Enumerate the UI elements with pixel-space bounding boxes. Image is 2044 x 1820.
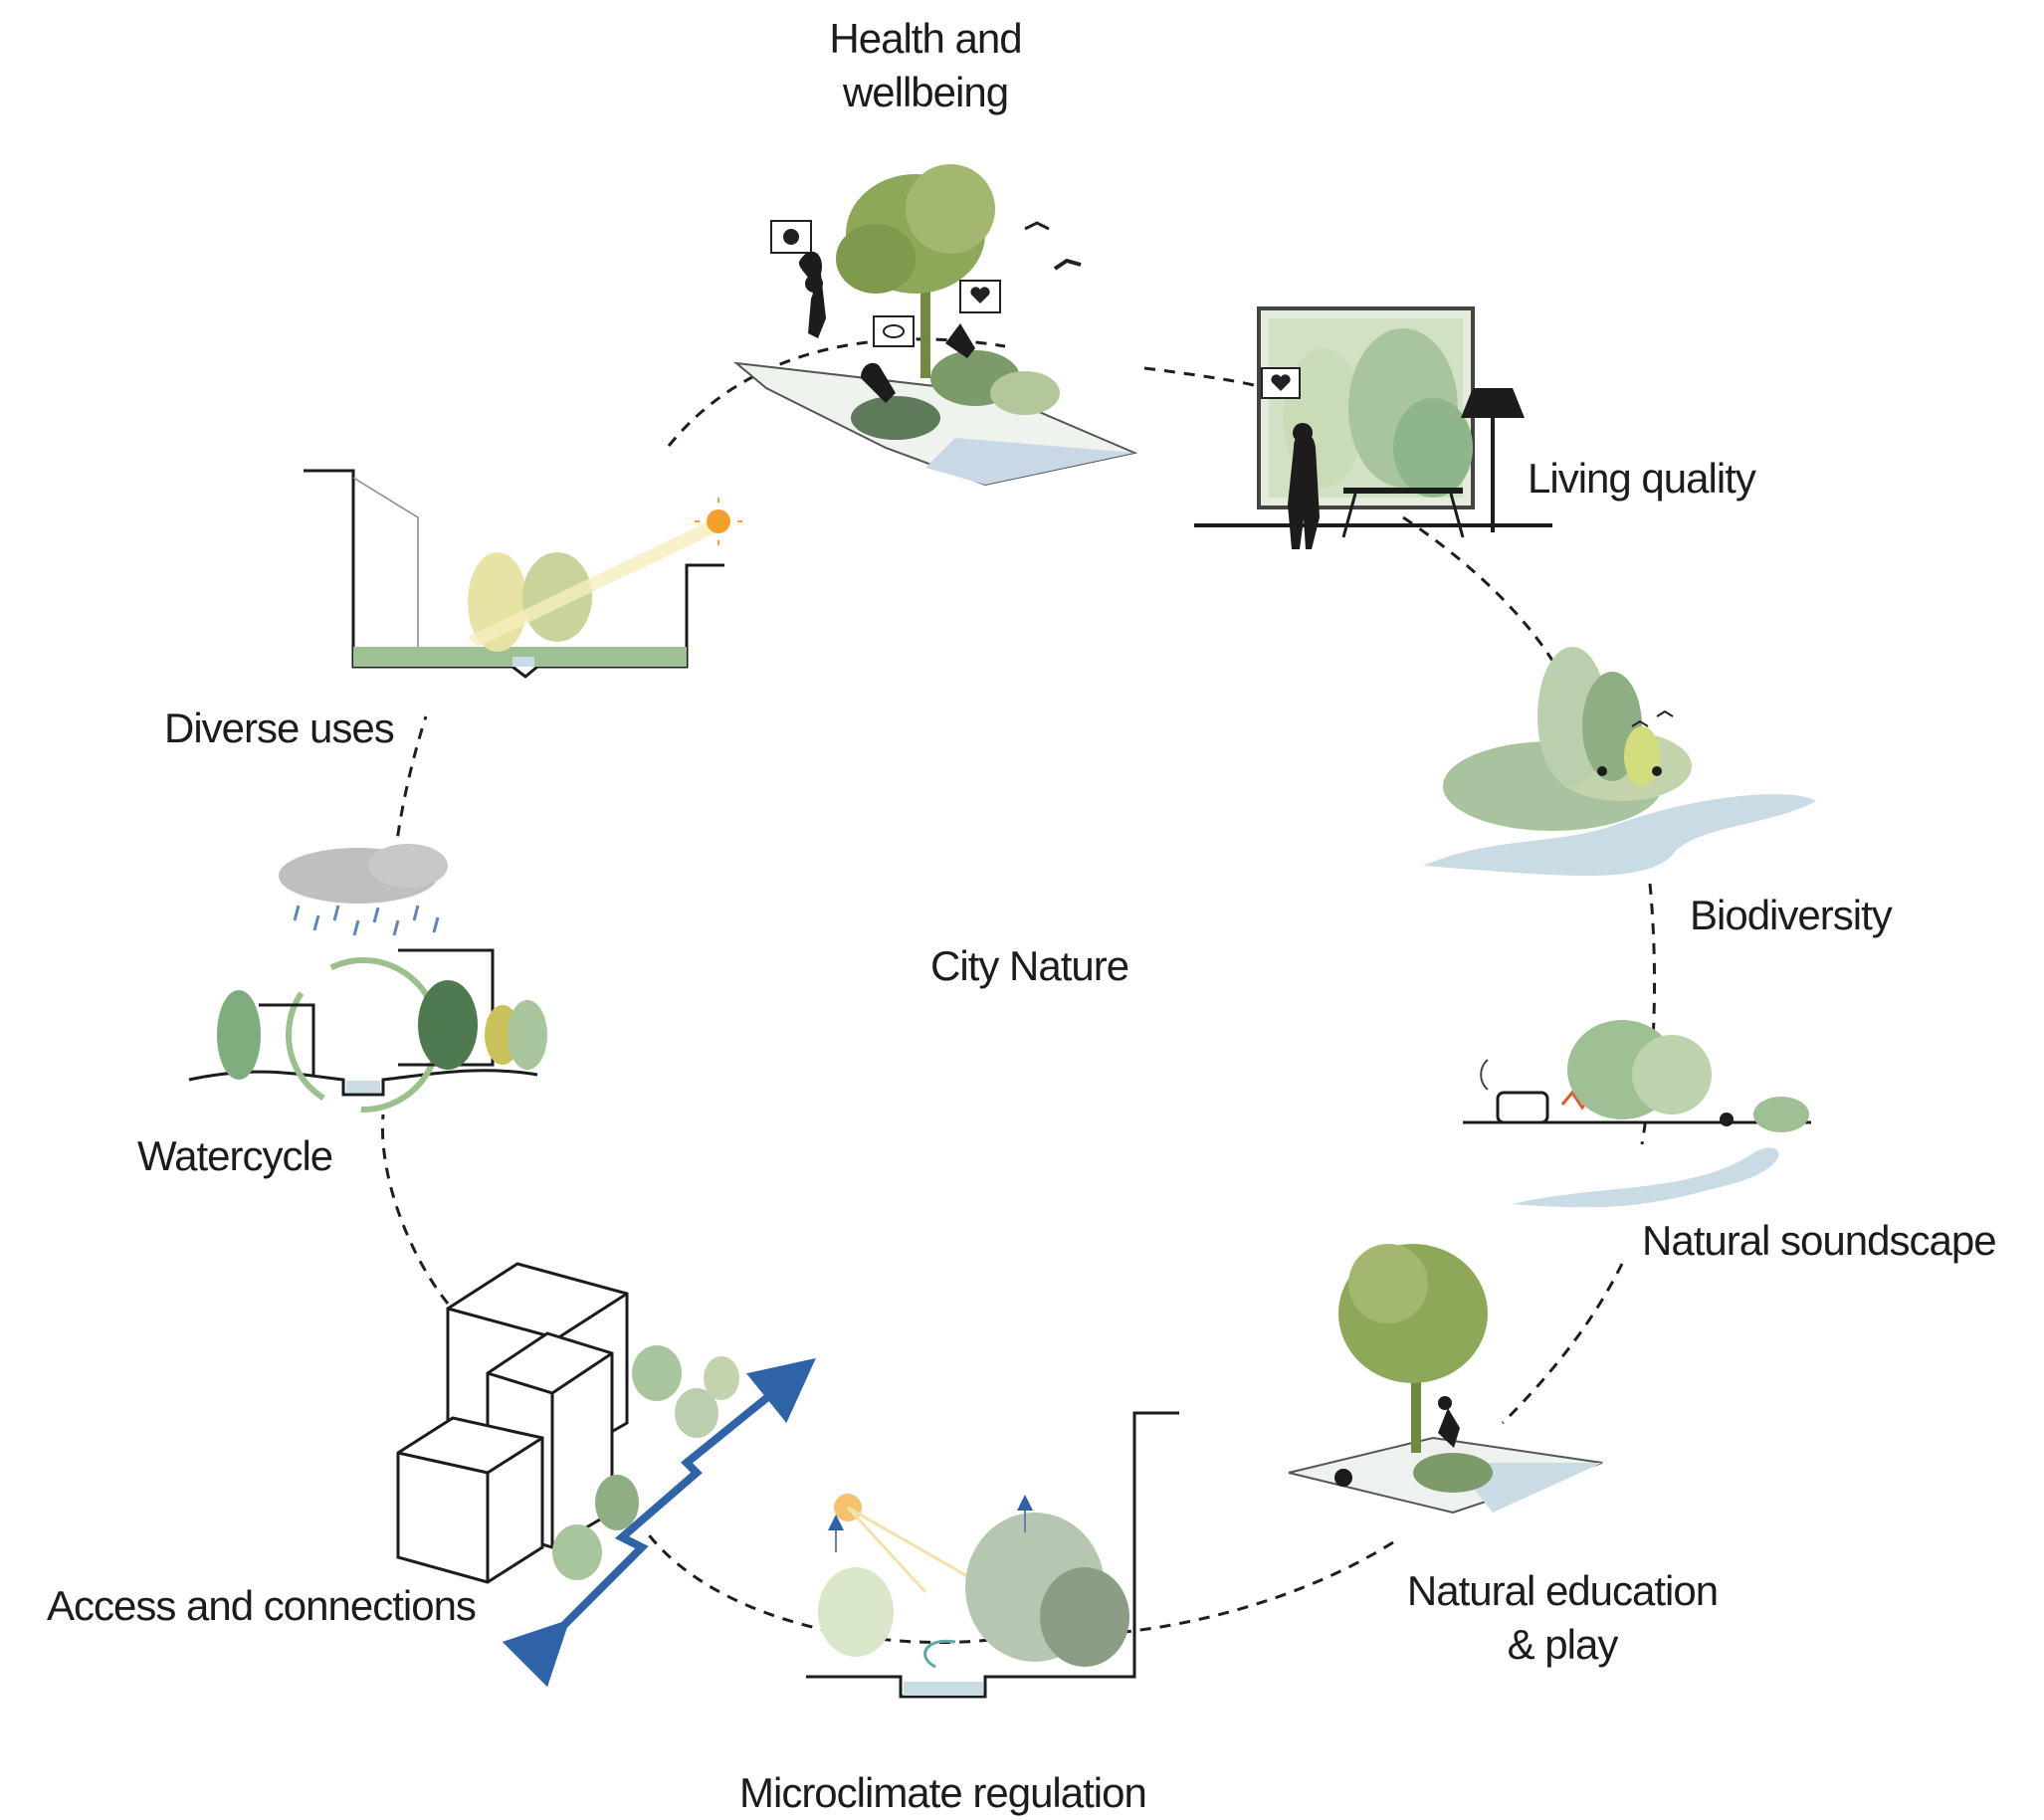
buildings-route-icon [396, 1262, 816, 1688]
street-section-sun-icon [806, 1411, 1179, 1699]
center-label: City Nature [930, 942, 1129, 989]
window-view-icon [1194, 306, 1552, 549]
node-label-health-and-wellbeing: Health and wellbeing [829, 15, 1022, 115]
node-label-diverse-uses: Diverse uses [164, 705, 395, 751]
wetland-habitat-icon [1423, 647, 1816, 876]
rain-cycle-icon [188, 844, 547, 1112]
courtyard-section-icon [304, 469, 742, 679]
node-label-living-quality: Living quality [1528, 455, 1756, 502]
node-label-watercycle: Watercycle [137, 1132, 333, 1179]
node-label-biodiversity: Biodiversity [1690, 892, 1893, 938]
node-label-natural-soundscape: Natural soundscape [1642, 1217, 1997, 1264]
node-label-natural-education-play: Natural education & play [1406, 1567, 1719, 1668]
park-people-tree-icon [732, 164, 1138, 487]
playground-tree-icon [1288, 1244, 1603, 1515]
node-label-microclimate-regulation: Microclimate regulation [739, 1769, 1147, 1816]
node-label-access-and-connections: Access and connections [47, 1582, 477, 1629]
soundscape-road-icon [1463, 1020, 1811, 1208]
